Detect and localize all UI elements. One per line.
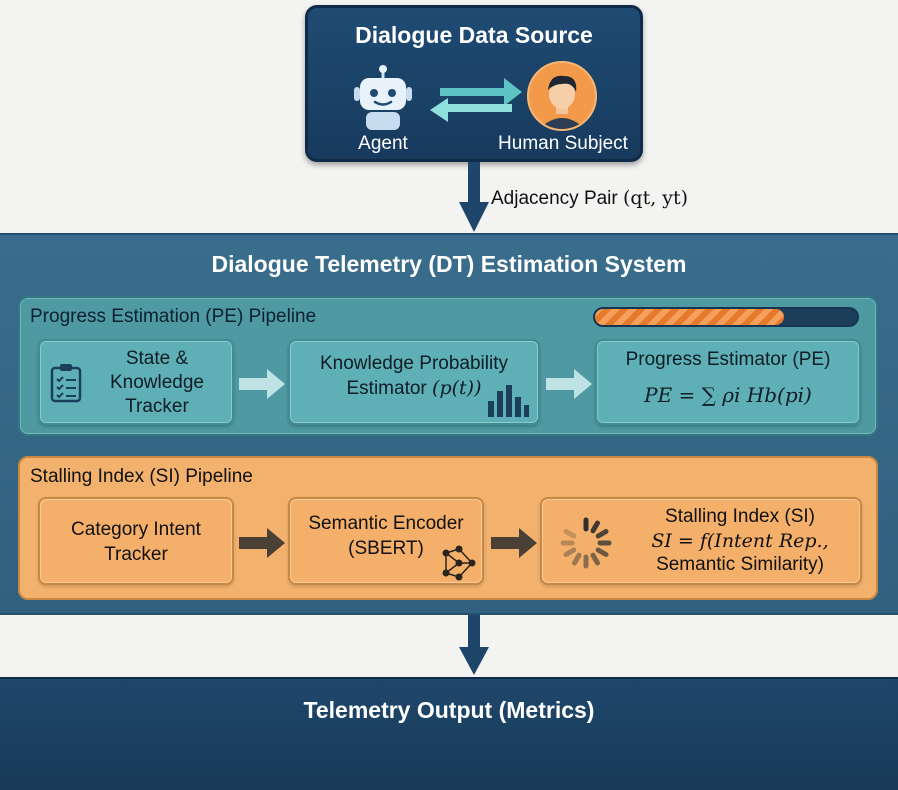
progress-estimator-formula: PE = ∑ ρi Hb(pi): [644, 383, 812, 407]
progress-estimator-box: Progress Estimator (PE) PE = ∑ ρi Hb(pi): [595, 339, 861, 425]
progress-bar: [593, 307, 859, 327]
checklist-icon: [50, 364, 82, 403]
si-pipeline-title: Stalling Index (SI) Pipeline: [30, 466, 253, 487]
adjacency-pair-label: Adjacency Pair (qt, yt): [491, 187, 689, 209]
telemetry-output-panel: Telemetry Output (Metrics): [0, 677, 898, 790]
stalling-index-box: Stalling Index (SI) SI = f(Intent Rep., …: [540, 497, 862, 585]
tracker-text: State & Knowledge Tracker: [109, 348, 205, 417]
si-arrow-1: [239, 528, 285, 558]
state-knowledge-tracker-box: State & Knowledge Tracker: [38, 339, 234, 425]
pe-pipeline-panel: Progress Estimation (PE) Pipeline State …: [18, 296, 878, 436]
stalling-index-text: Stalling Index (SI) SI = f(Intent Rep., …: [620, 505, 860, 577]
kpe-text: Knowledge Probability Estimator (p(t)): [319, 353, 508, 399]
agent-label: Agent: [358, 133, 408, 154]
progress-estimator-title: Progress Estimator (PE): [625, 349, 831, 370]
progress-bar-fill: [595, 309, 784, 325]
down-arrow-output: [459, 615, 489, 675]
human-subject-label: Human Subject: [498, 133, 628, 154]
si-pipeline-panel: Stalling Index (SI) Pipeline Category In…: [18, 456, 878, 600]
stalling-index-formula-line2: Semantic Similarity): [656, 554, 824, 575]
human-avatar-icon: [527, 61, 597, 131]
pe-arrow-1: [239, 369, 285, 399]
adjacency-pair-formula: (qt, yt): [623, 187, 689, 209]
data-source-card: Dialogue Data Source Agent Human Subject: [305, 5, 643, 162]
output-title: Telemetry Output (Metrics): [303, 697, 595, 723]
bar-chart-icon: [488, 385, 529, 417]
exchange-arrows-icon: [430, 78, 522, 122]
down-arrow-source: [459, 162, 489, 232]
source-title: Dialogue Data Source: [355, 22, 593, 48]
intent-text: Category Intent Tracker: [71, 519, 201, 565]
semantic-encoder-box: Semantic Encoder (SBERT): [288, 497, 484, 585]
stalling-index-formula: SI = f(Intent Rep.,: [651, 530, 829, 552]
si-arrow-2: [491, 528, 537, 558]
stalling-index-title: Stalling Index (SI): [665, 506, 815, 527]
loading-spinner-icon: [560, 517, 612, 569]
robot-icon: [354, 65, 412, 130]
system-title: Dialogue Telemetry (DT) Estimation Syste…: [211, 251, 687, 277]
pe-pipeline-title: Progress Estimation (PE) Pipeline: [30, 306, 317, 327]
pe-arrow-2: [546, 369, 592, 399]
knowledge-probability-estimator-box: Knowledge Probability Estimator (p(t)): [288, 339, 540, 425]
category-intent-tracker-box: Category Intent Tracker: [38, 497, 234, 585]
encoder-text: Semantic Encoder (SBERT): [308, 513, 464, 559]
neural-network-icon: [442, 545, 476, 581]
kpe-formula: (p(t)): [432, 377, 482, 399]
dt-estimation-system: Dialogue Telemetry (DT) Estimation Syste…: [0, 233, 898, 615]
